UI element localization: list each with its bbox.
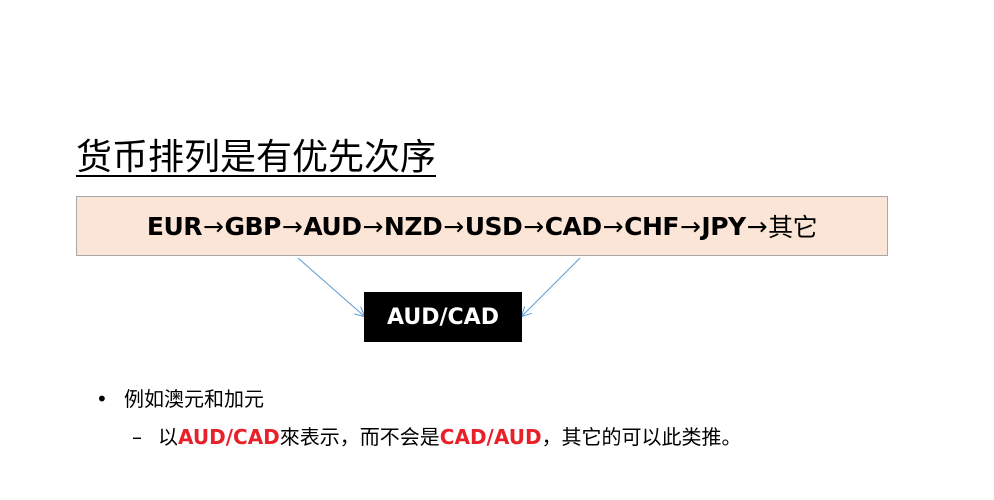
currency-chf: CHF (624, 211, 679, 241)
currency-other: 其它 (768, 213, 818, 242)
order-arrow-icon: → (443, 211, 464, 241)
currency-gbp: GBP (224, 211, 281, 241)
currency-aud: AUD (303, 211, 362, 241)
sub-bullet-dash: – (132, 425, 142, 449)
sub-bullet-text-2: 來表示，而不会是 (279, 425, 440, 449)
connector-right (522, 257, 581, 316)
connector-left (297, 257, 364, 316)
slide-title: 货币排列是有优先次序 (76, 137, 437, 178)
bullet-item: • 例如澳元和加元 (96, 386, 264, 412)
order-arrow-icon: → (523, 211, 544, 241)
sub-bullet-item: –以AUD/CAD來表示，而不会是CAD/AUD，其它的可以此类推。 (132, 424, 742, 450)
order-arrow-icon: → (362, 211, 383, 241)
sub-bullet-text-3: ，其它的可以此类推。 (541, 425, 742, 449)
bullet-dot: • (96, 387, 108, 411)
currency-eur: EUR (146, 211, 203, 241)
order-arrow-icon: → (203, 211, 224, 241)
currency-nzd: NZD (383, 211, 443, 241)
pair-label-box: AUD/CAD (364, 292, 522, 342)
order-arrow-icon: → (746, 211, 768, 241)
currency-usd: USD (464, 211, 523, 241)
order-arrow-icon: → (281, 211, 303, 241)
highlight-pair-correct: AUD/CAD (178, 425, 280, 449)
order-arrow-icon: → (602, 211, 624, 241)
sub-bullet-text-1: 以 (158, 425, 178, 449)
order-arrow-icon: → (679, 211, 701, 241)
currency-jpy: JPY (701, 211, 746, 241)
currency-order-box: EUR→GBP→AUD→NZD→USD→CAD→CHF→JPY→其它 (76, 196, 888, 256)
highlight-pair-incorrect: CAD/AUD (439, 425, 542, 449)
currency-cad: CAD (544, 211, 602, 241)
bullet-text: 例如澳元和加元 (124, 387, 264, 411)
